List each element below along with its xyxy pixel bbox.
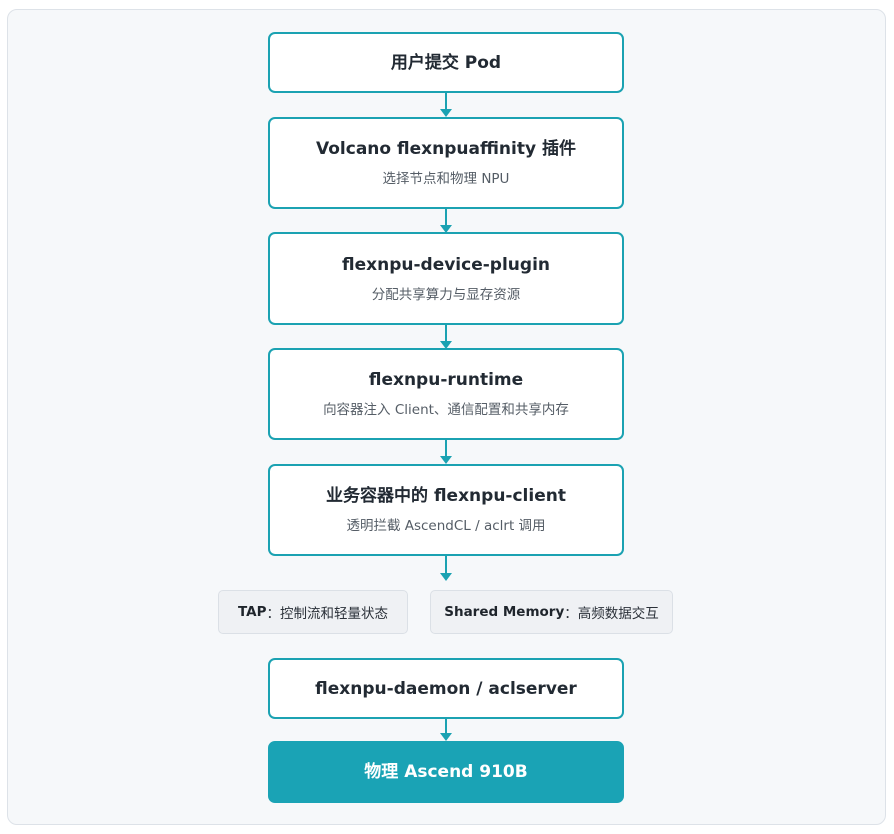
flow-arrow xyxy=(440,93,452,117)
channel-desc: 控制流和轻量状态 xyxy=(280,606,388,622)
node-title: 物理 Ascend 910B xyxy=(364,762,528,782)
node-title: Volcano flexnpuaffinity 插件 xyxy=(316,139,576,159)
node-subtitle: 透明拦截 AscendCL / aclrt 调用 xyxy=(346,518,546,534)
channel-label: TAP xyxy=(237,604,267,620)
flow-arrow xyxy=(440,719,452,741)
node-title: flexnpu-daemon / aclserver xyxy=(315,678,577,699)
flow-arrow xyxy=(440,325,452,349)
flow-arrow xyxy=(440,556,452,581)
channel-separator: ： xyxy=(266,606,281,622)
node-physical-ascend: 物理 Ascend 910B xyxy=(268,741,624,803)
node-user-submit-pod: 用户提交 Pod xyxy=(268,32,624,93)
node-subtitle: 分配共享算力与显存资源 xyxy=(371,286,521,303)
node-runtime: flexnpu-runtime 向容器注入 Client、通信配置和共享内存 xyxy=(268,348,624,440)
channel-separator: ： xyxy=(564,606,578,622)
node-title: 用户提交 Pod xyxy=(390,52,502,73)
node-title: flexnpu-runtime xyxy=(368,370,524,390)
channel-desc: 高频数据交互 xyxy=(577,606,659,622)
node-client: 业务容器中的 flexnpu-client 透明拦截 AscendCL / ac… xyxy=(268,464,624,556)
channel-label: Shared Memory xyxy=(444,604,565,620)
node-subtitle: 选择节点和物理 NPU xyxy=(382,171,510,187)
node-title: 业务容器中的 flexnpu-client xyxy=(326,486,566,506)
channel-shared-memory: Shared Memory：高频数据交互 xyxy=(430,590,673,634)
node-title: flexnpu-device-plugin xyxy=(342,254,550,275)
node-device-plugin: flexnpu-device-plugin 分配共享算力与显存资源 xyxy=(268,232,624,325)
node-daemon: flexnpu-daemon / aclserver xyxy=(268,658,624,719)
node-subtitle: 向容器注入 Client、通信配置和共享内存 xyxy=(323,402,569,418)
flow-arrow xyxy=(440,209,452,233)
node-volcano-plugin: Volcano flexnpuaffinity 插件 选择节点和物理 NPU xyxy=(268,117,624,209)
channel-tap: TAP：控制流和轻量状态 xyxy=(218,590,408,634)
flow-arrow xyxy=(440,440,452,464)
